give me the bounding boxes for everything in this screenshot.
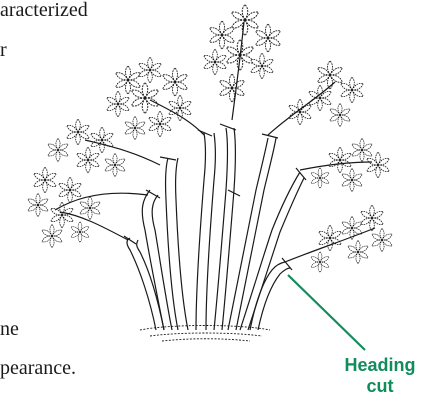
heading-cut-label-line-1: Heading (339, 355, 421, 376)
heading-cut-label-line-2: cut (339, 376, 421, 397)
heading-cut-label: Heading cut (339, 355, 421, 397)
callout-leader-line (288, 275, 365, 350)
